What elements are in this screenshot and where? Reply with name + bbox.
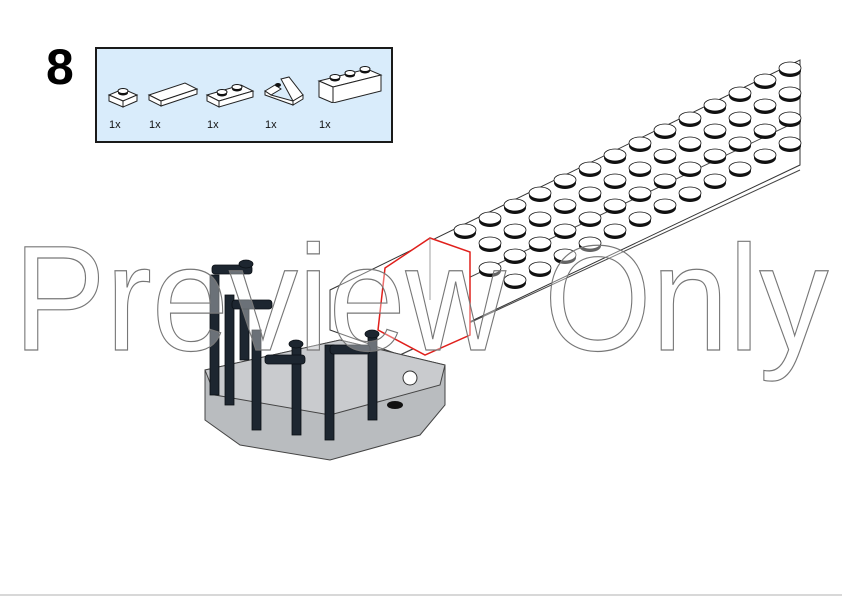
svg-text:Preview Only: Preview Only (14, 228, 829, 382)
part-plate-1x1: 1x (107, 49, 147, 141)
step-number: 8 (46, 39, 74, 95)
parts-list-box: 1x 1x 1x 1x (95, 47, 393, 143)
part-plate-1x2: 1x (205, 49, 260, 141)
part-slope-1x2: 1x (263, 49, 313, 141)
part-brick-1x3: 1x (317, 49, 387, 141)
brick-1x3-icon (317, 66, 383, 103)
part-qty: 1x (207, 119, 219, 131)
bottom-divider (0, 594, 842, 596)
white-plate-assembly (329, 59, 802, 356)
part-qty: 1x (319, 119, 331, 131)
plate-1x1-icon (107, 88, 139, 108)
tile-1x2-icon (147, 82, 199, 107)
preview-watermark: Preview Only (13, 228, 829, 383)
part-qty: 1x (149, 119, 161, 131)
plate-1x2-icon (205, 84, 255, 108)
part-qty: 1x (265, 119, 277, 131)
part-qty: 1x (109, 119, 121, 131)
black-bars (209, 259, 380, 441)
slope-1x2-icon (264, 76, 304, 106)
part-tile-1x2: 1x (147, 49, 202, 141)
